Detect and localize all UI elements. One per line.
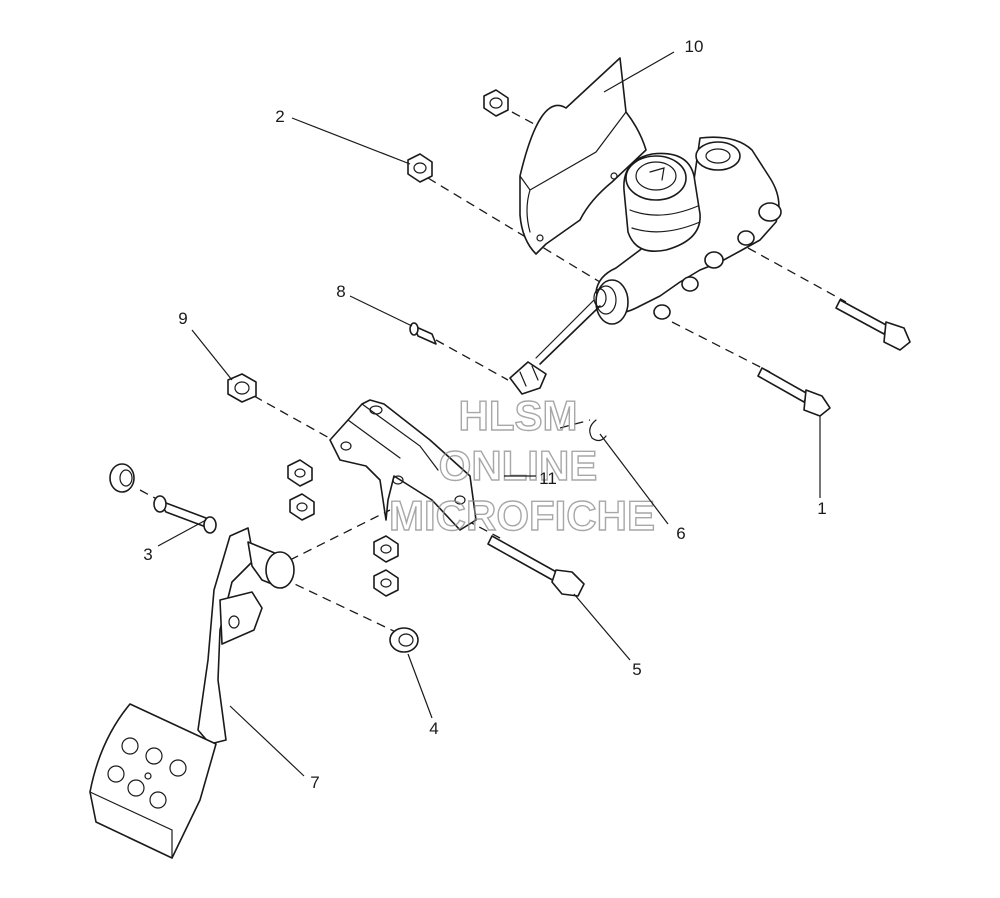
pivot-bolt	[487, 535, 585, 597]
pedal-mounting-bracket	[329, 399, 477, 531]
callout-11: 11	[539, 469, 557, 488]
mounting-bolt-lower	[757, 367, 831, 417]
callout-9: 9	[178, 309, 187, 328]
flange-nut-upper	[407, 153, 433, 183]
watermark-line-3: MICROFICHE	[389, 492, 655, 539]
retaining-clip	[589, 419, 607, 442]
callout-2: 2	[275, 107, 284, 126]
flange-bushing-upper	[109, 463, 135, 493]
watermark-line-2: ONLINE	[439, 442, 598, 489]
watermark-line-1: HLSM	[459, 392, 578, 439]
bracket-nut-2	[289, 493, 315, 521]
callout-8: 8	[336, 282, 345, 301]
leader-lines	[157, 51, 821, 777]
clevis-pin	[409, 322, 437, 345]
hex-nut-left	[227, 373, 257, 403]
flange-nut-shield	[483, 89, 509, 117]
watermark: HLSM ONLINE MICROFICHE	[388, 391, 655, 539]
callout-3: 3	[143, 545, 152, 564]
master-cylinder	[593, 136, 782, 325]
callout-1: 1	[817, 499, 826, 518]
callout-10: 10	[685, 37, 704, 56]
bracket-nut-3	[373, 535, 399, 563]
push-rod	[509, 299, 601, 395]
callout-6: 6	[676, 524, 685, 543]
heat-shield-bracket	[519, 57, 647, 255]
brake-pedal	[89, 527, 295, 859]
callouts: 10 2 8 9 11 1 6 3 5 4 7	[143, 37, 826, 792]
bracket-nut-4	[373, 569, 399, 597]
bracket-nut-1	[287, 459, 313, 487]
callout-4: 4	[429, 719, 438, 738]
pivot-sleeve	[153, 495, 217, 534]
callout-7: 7	[310, 773, 319, 792]
mounting-bolt-upper	[835, 299, 911, 351]
flange-bushing-lower	[389, 627, 419, 653]
callout-5: 5	[632, 660, 641, 679]
